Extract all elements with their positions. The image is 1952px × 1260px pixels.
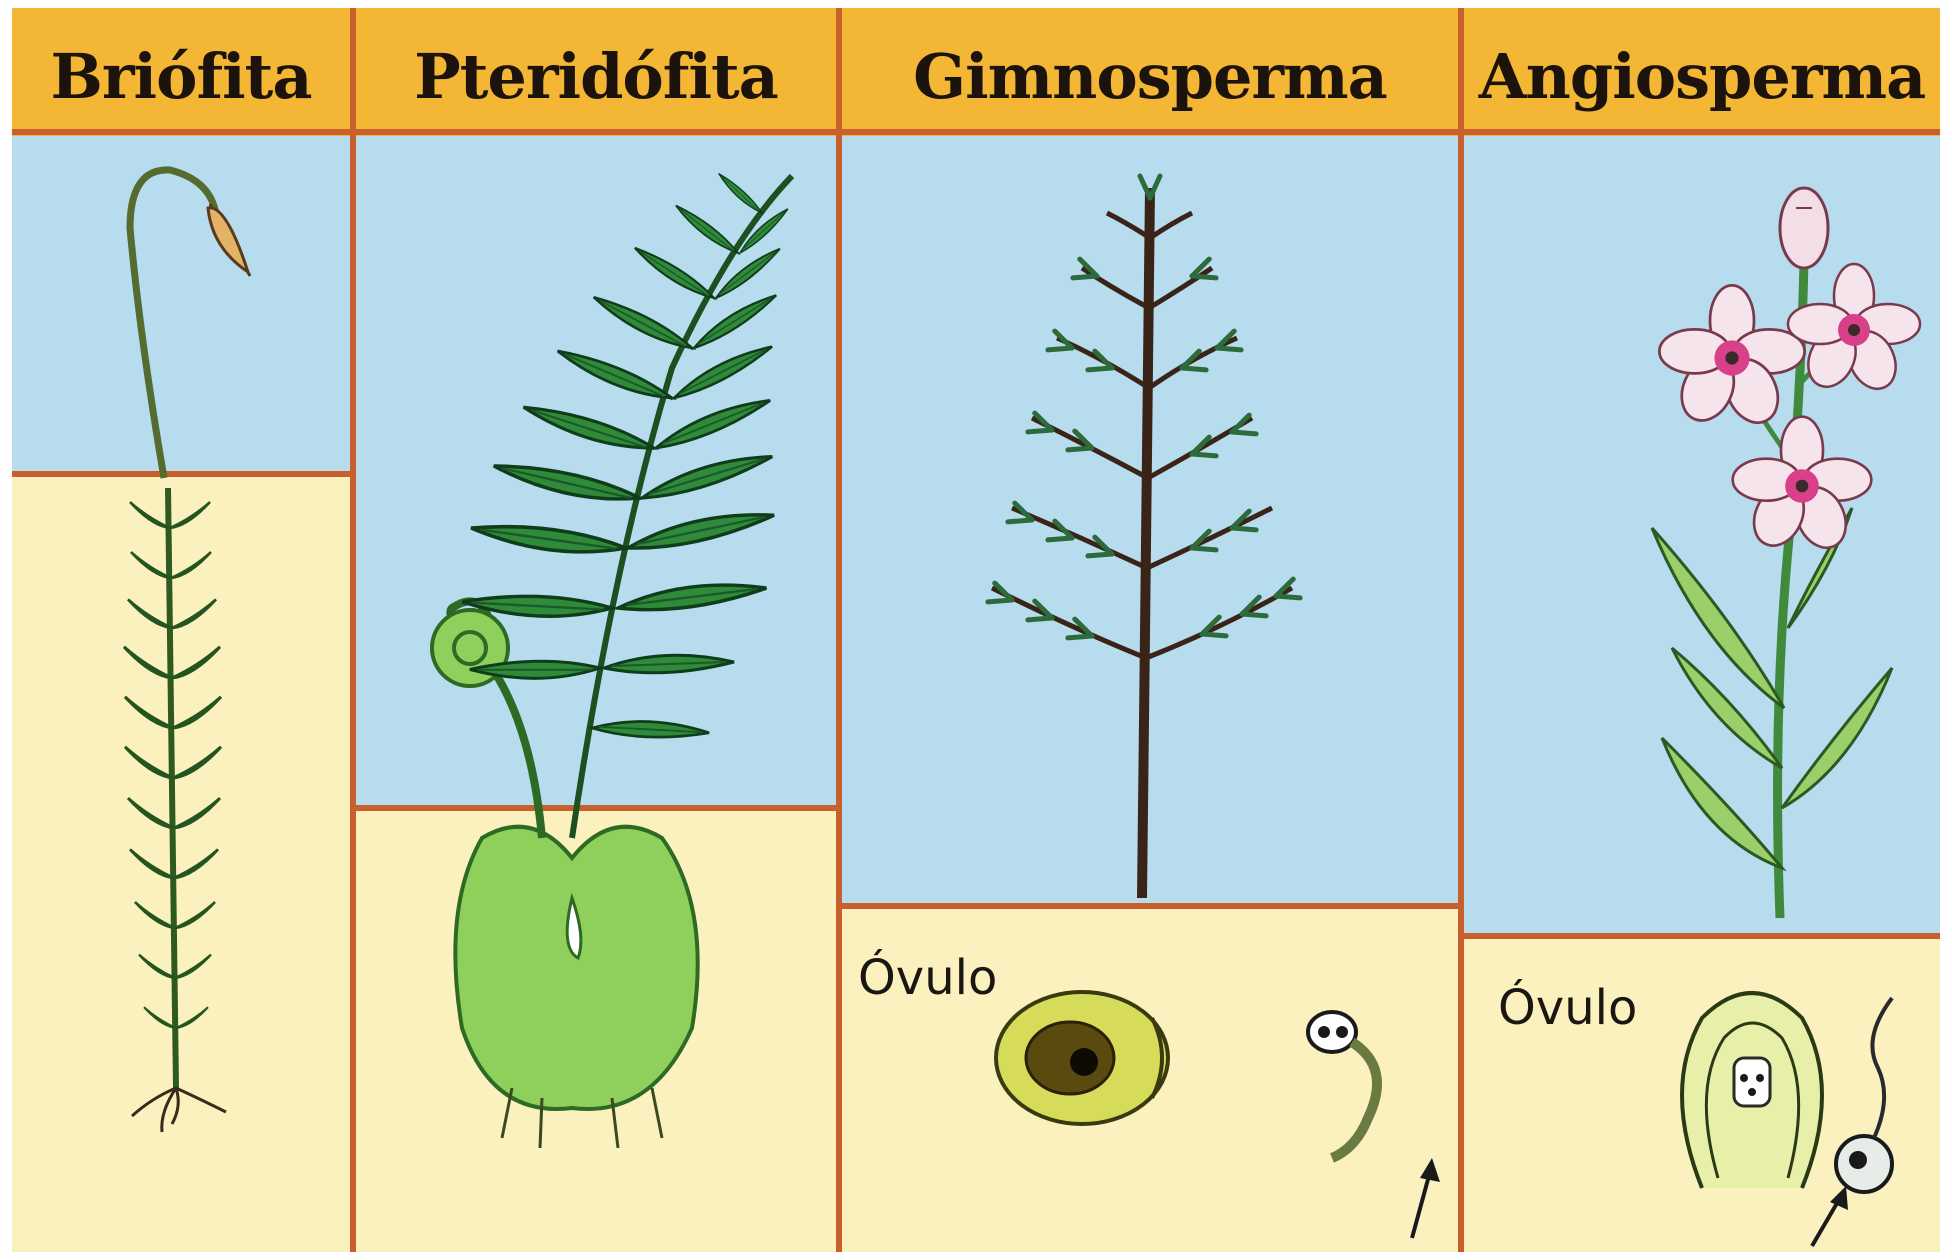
- diagram-artwork: [12, 8, 1940, 1252]
- ovule-icon: [996, 992, 1168, 1124]
- ovule-label-gimnosperma: Óvulo: [858, 950, 997, 1006]
- column-title-briofita: Briófita: [12, 22, 350, 132]
- column-title-pteridofita: Pteridófita: [356, 22, 836, 132]
- ovule-label-angiosperma: Óvulo: [1498, 980, 1637, 1036]
- column-title-angiosperma: Angiosperma: [1464, 22, 1940, 132]
- ovule-icon: [1682, 993, 1822, 1188]
- column-title-gimnosperma: Gimnosperma: [842, 22, 1458, 132]
- plant-groups-diagram: Briófita Pteridófita Gimnosperma Angiosp…: [12, 8, 1940, 1252]
